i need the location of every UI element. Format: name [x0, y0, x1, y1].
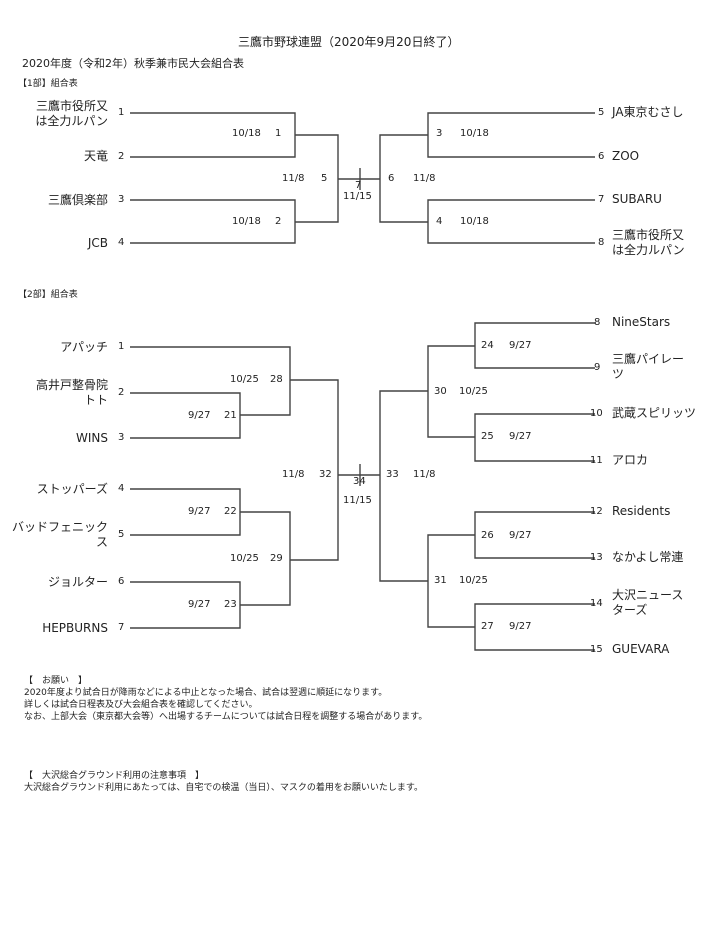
ground-line-1: 大沢総合グラウンド利用にあたっては、自宅での検温（当日）、マスクの着用をお願いい… — [24, 783, 423, 793]
div2-right-team-13: なかよし常連 — [612, 550, 684, 564]
div2-right-num-8: 8 — [594, 317, 601, 328]
div2-game28-num: 28 — [270, 374, 283, 385]
div2-right-team-9: 三鷹パイレー ツ — [612, 352, 685, 381]
div1-left-num-1: 1 — [118, 107, 125, 118]
div2-game31-date: 10/25 — [459, 575, 488, 586]
div2-final-date: 11/15 — [343, 495, 372, 506]
div2-left-num-1: 1 — [118, 341, 125, 352]
div1-left-num-2: 2 — [118, 151, 125, 162]
div1-game5-num: 5 — [321, 173, 328, 184]
div2-game26-date: 9/27 — [509, 530, 532, 541]
div1-right-team-7: SUBARU — [612, 192, 662, 206]
div2-game24-num: 24 — [481, 340, 494, 351]
div2-left-team-6: ジョルター — [47, 575, 108, 589]
div2-right-team-11: アロカ — [612, 453, 649, 467]
div2-right-team-12: Residents — [612, 504, 671, 518]
div2-right-team-10: 武蔵スピリッツ — [612, 406, 697, 420]
div2-left-team-4: ストッパーズ — [36, 482, 108, 496]
div2-game32-num: 32 — [319, 469, 332, 480]
div1-right-num-7: 7 — [598, 194, 605, 205]
div1-game4-num: 4 — [436, 216, 443, 227]
div1-left-team-1: 三鷹市役所又 は全力ルパン — [35, 99, 108, 128]
div1-game5-date: 11/8 — [282, 173, 305, 184]
div1-game4-date: 10/18 — [460, 216, 489, 227]
div2-game33-date: 11/8 — [413, 469, 436, 480]
div1-right-num-8: 8 — [598, 237, 605, 248]
div2-game27-num: 27 — [481, 621, 494, 632]
page-title: 三鷹市野球連盟（2020年9月20日終了） — [238, 35, 460, 49]
division2-label: 【2部】組合表 — [18, 290, 78, 300]
div1-final-num: 7 — [355, 180, 362, 191]
div2-left-team-3: WINS — [76, 431, 108, 445]
div2-left-num-6: 6 — [118, 576, 125, 587]
div1-game2-num: 2 — [275, 216, 282, 227]
div2-right-team-14: 大沢ニュース ターズ — [612, 588, 684, 617]
div1-game6-date: 11/8 — [413, 173, 436, 184]
request-line-2: 詳しくは試合日程表及び大会組合表を確認してください。 — [24, 700, 258, 710]
div2-game30-date: 10/25 — [459, 386, 488, 397]
div1-game3-date: 10/18 — [460, 128, 489, 139]
div1-final-date: 11/15 — [343, 191, 372, 202]
request-line-1: 2020年度より試合日が降雨などによる中止となった場合、試合は翌週に順延になりま… — [24, 688, 388, 698]
div1-left-team-4: JCB — [87, 236, 108, 250]
div2-game30-num: 30 — [434, 386, 447, 397]
div2-game28-date: 10/25 — [230, 374, 259, 385]
div2-left-team-1: アパッチ — [60, 340, 108, 354]
div1-game1-date: 10/18 — [232, 128, 261, 139]
div2-right-team-15: GUEVARA — [612, 642, 670, 656]
division1-label: 【1部】組合表 — [18, 79, 78, 89]
div2-right-num-9: 9 — [594, 362, 601, 373]
div1-game1-num: 1 — [275, 128, 282, 139]
div2-right-team-8: NineStars — [612, 315, 671, 329]
div2-game23-num: 23 — [224, 599, 237, 610]
div1-right-team-8: 三鷹市役所又 は全力ルパン — [612, 228, 685, 257]
div1-right-num-5: 5 — [598, 107, 605, 118]
div2-right-num-13: 13 — [590, 552, 603, 563]
div2-game22-num: 22 — [224, 506, 237, 517]
div2-left-num-5: 5 — [118, 529, 125, 540]
div1-game2-date: 10/18 — [232, 216, 261, 227]
div2-game25-num: 25 — [481, 431, 494, 442]
div2-game33-num: 33 — [386, 469, 399, 480]
div2-game29-num: 29 — [270, 553, 283, 564]
div2-game24-date: 9/27 — [509, 340, 532, 351]
div1-left-team-3: 三鷹倶楽部 — [47, 193, 108, 207]
div2-left-team-7: HEPBURNS — [42, 621, 108, 635]
div2-game31-num: 31 — [434, 575, 447, 586]
div2-left-team-5: バッドフェニック ス — [11, 520, 108, 549]
ground-title: 【 大沢総合グラウンド利用の注意事項 】 — [24, 771, 205, 781]
div2-game21-date: 9/27 — [188, 410, 211, 421]
page-subtitle: 2020年度（令和2年）秋季兼市民大会組合表 — [22, 57, 244, 70]
div2-right-num-11: 11 — [590, 455, 603, 466]
request-title: 【 お願い 】 — [24, 676, 88, 686]
div2-right-num-10: 10 — [590, 408, 603, 419]
div2-right-num-15: 15 — [590, 644, 603, 655]
div2-game23-date: 9/27 — [188, 599, 211, 610]
div2-left-num-4: 4 — [118, 483, 125, 494]
div2-right-num-12: 12 — [590, 506, 603, 517]
div2-game26-num: 26 — [481, 530, 494, 541]
div1-game3-num: 3 — [436, 128, 443, 139]
div1-right-team-5: JA東京むさし — [612, 105, 684, 119]
div2-right-num-14: 14 — [590, 598, 603, 609]
div1-left-team-2: 天竜 — [83, 149, 108, 163]
div1-game6-num: 6 — [388, 173, 395, 184]
div2-game32-date: 11/8 — [282, 469, 305, 480]
div1-left-num-3: 3 — [118, 194, 125, 205]
div2-final-num: 34 — [353, 476, 366, 487]
div2-left-team-2: 高井戸整骨院 トト — [35, 378, 108, 407]
request-line-3: なお、上部大会（東京都大会等）へ出場するチームについては試合日程を調整する場合が… — [24, 712, 428, 722]
div2-game22-date: 9/27 — [188, 506, 211, 517]
div2-game29-date: 10/25 — [230, 553, 259, 564]
div1-left-num-4: 4 — [118, 237, 125, 248]
div2-left-num-3: 3 — [118, 432, 125, 443]
div1-right-team-6: ZOO — [612, 149, 640, 163]
div2-left-num-2: 2 — [118, 387, 125, 398]
div2-game21-num: 21 — [224, 410, 237, 421]
div2-game25-date: 9/27 — [509, 431, 532, 442]
div1-right-num-6: 6 — [598, 151, 605, 162]
div2-left-num-7: 7 — [118, 622, 125, 633]
div2-game27-date: 9/27 — [509, 621, 532, 632]
